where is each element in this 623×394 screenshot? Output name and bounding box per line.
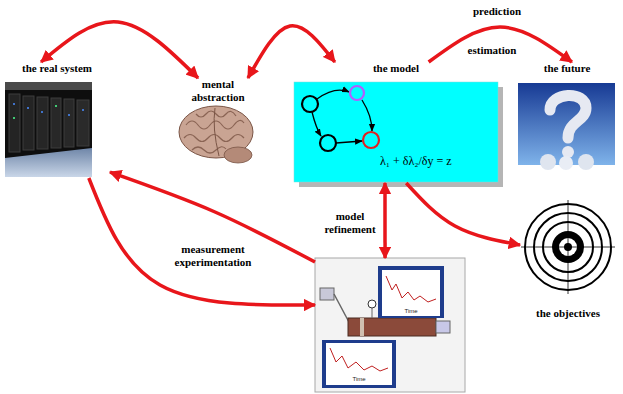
server-room-photo (5, 82, 92, 177)
server-room-photo (77, 100, 89, 146)
brain-image (192, 147, 226, 153)
piston-apparatus (348, 318, 436, 336)
node-heading: the real system (22, 62, 92, 75)
piston-apparatus (360, 318, 364, 336)
axis-label: Time (344, 376, 374, 383)
upper-chart (386, 276, 436, 302)
node-heading: the model (373, 62, 419, 75)
model-graph (320, 135, 336, 151)
lower-chart (330, 348, 388, 371)
lower-chart (326, 343, 392, 385)
target-picture: the objectives (520, 195, 616, 320)
model-box (294, 82, 498, 182)
model-graph (336, 141, 362, 143)
question-cloud-image (578, 154, 594, 170)
server-lights (27, 107, 29, 109)
model-formula: λ₁ + δλ₂/δy = z (380, 154, 452, 168)
model-graph (363, 132, 379, 148)
experiment-panel (315, 258, 465, 392)
server-room-photo (37, 97, 48, 149)
brain-picture: mental abstraction (168, 78, 268, 166)
model-graph (312, 112, 321, 136)
piston-apparatus (372, 308, 373, 318)
upper-chart (382, 270, 440, 316)
edge-label: model refinement (317, 210, 383, 236)
question-cloud-image (518, 83, 615, 170)
model-graph (362, 100, 372, 131)
piston-apparatus (436, 321, 450, 333)
server-room-photo (5, 82, 92, 177)
upper-chart (378, 266, 444, 318)
curved-arrow (89, 178, 315, 305)
edge-label: measurement experimentation (161, 243, 265, 269)
server-room-photo (5, 82, 92, 90)
server-room-photo (9, 94, 20, 152)
node-heading: mental abstraction (179, 78, 257, 104)
lower-chart (322, 340, 396, 388)
model-graph (302, 86, 379, 151)
model-graph (317, 90, 349, 99)
model-graph (302, 96, 318, 112)
model-box (294, 82, 503, 187)
target-image (520, 195, 615, 300)
question-cloud-image (559, 156, 573, 170)
server-lights (41, 111, 43, 113)
server-room-photo (51, 98, 61, 148)
server-lights (82, 109, 84, 111)
brain-image (224, 147, 252, 163)
edge-label: prediction (471, 5, 523, 18)
arrow-label: estimation (466, 44, 519, 57)
brain-image (184, 135, 244, 142)
future-picture: the future (518, 62, 616, 166)
server-lights (55, 105, 57, 107)
server-lights (13, 103, 84, 119)
question-cloud-image (540, 154, 556, 170)
brain-image (179, 106, 253, 163)
server-room-photo (23, 96, 34, 150)
question-cloud-image (518, 83, 615, 165)
server-room-photo (64, 99, 74, 147)
curved-arrow (248, 26, 335, 78)
curved-arrow (383, 183, 387, 258)
question-cloud-image (550, 95, 586, 138)
server-lights (13, 103, 15, 105)
axis-label: Time (396, 308, 426, 315)
curved-arrow (406, 183, 520, 245)
piston-apparatus (320, 288, 334, 300)
upper-chart (378, 266, 444, 318)
question-cloud-image (562, 146, 574, 158)
brain-image (186, 120, 244, 129)
model-graph (350, 86, 364, 100)
node-heading: the future (544, 62, 591, 75)
target-image (521, 247, 615, 248)
target-image (520, 195, 615, 300)
server-lights (13, 117, 15, 119)
experiment-picture: TimeTime (315, 258, 465, 392)
model-box: the model λ₁ + δλ₂/δy = z (294, 62, 498, 183)
brain-image (196, 111, 236, 117)
brain-image (214, 108, 219, 156)
lower-chart (322, 340, 396, 388)
experiment-panel (315, 258, 465, 392)
piston-apparatus (368, 300, 376, 308)
server-picture: the real system (4, 62, 110, 178)
server-room-photo (5, 148, 92, 177)
node-heading: the objectives (536, 307, 600, 320)
server-lights (68, 114, 70, 116)
curved-arrow (429, 27, 572, 62)
